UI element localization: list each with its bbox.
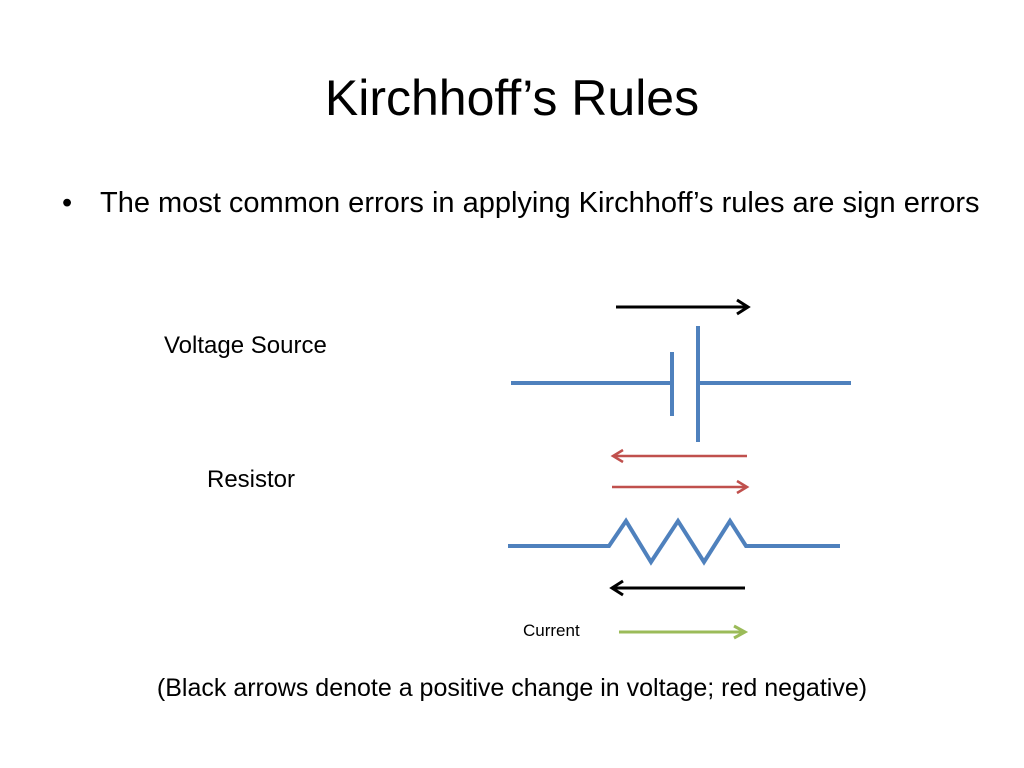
- footnote: (Black arrows denote a positive change i…: [156, 674, 868, 702]
- current-arrow: [619, 624, 749, 640]
- bullet-text: The most common errors in applying Kirch…: [100, 187, 980, 219]
- battery-positive-arrow: [616, 298, 751, 316]
- current-label: Current: [523, 621, 580, 640]
- bullet-item: • The most common errors in applying Kir…: [62, 183, 982, 223]
- resistor-label: Resistor: [207, 466, 296, 493]
- slide-title: Kirchhoff’s Rules: [324, 70, 700, 126]
- voltage-source-symbol: [511, 326, 851, 442]
- bullet-list: • The most common errors in applying Kir…: [62, 183, 982, 223]
- resistor-zigzag: [508, 517, 840, 566]
- bullet-marker: •: [62, 187, 73, 219]
- resistor-symbol: [508, 517, 840, 566]
- resistor-positive-arrow: [609, 579, 745, 597]
- voltage-source-label: Voltage Source: [164, 332, 327, 359]
- resistor-negative-arrow-left: [610, 448, 747, 464]
- resistor-negative-arrow-right: [612, 479, 750, 495]
